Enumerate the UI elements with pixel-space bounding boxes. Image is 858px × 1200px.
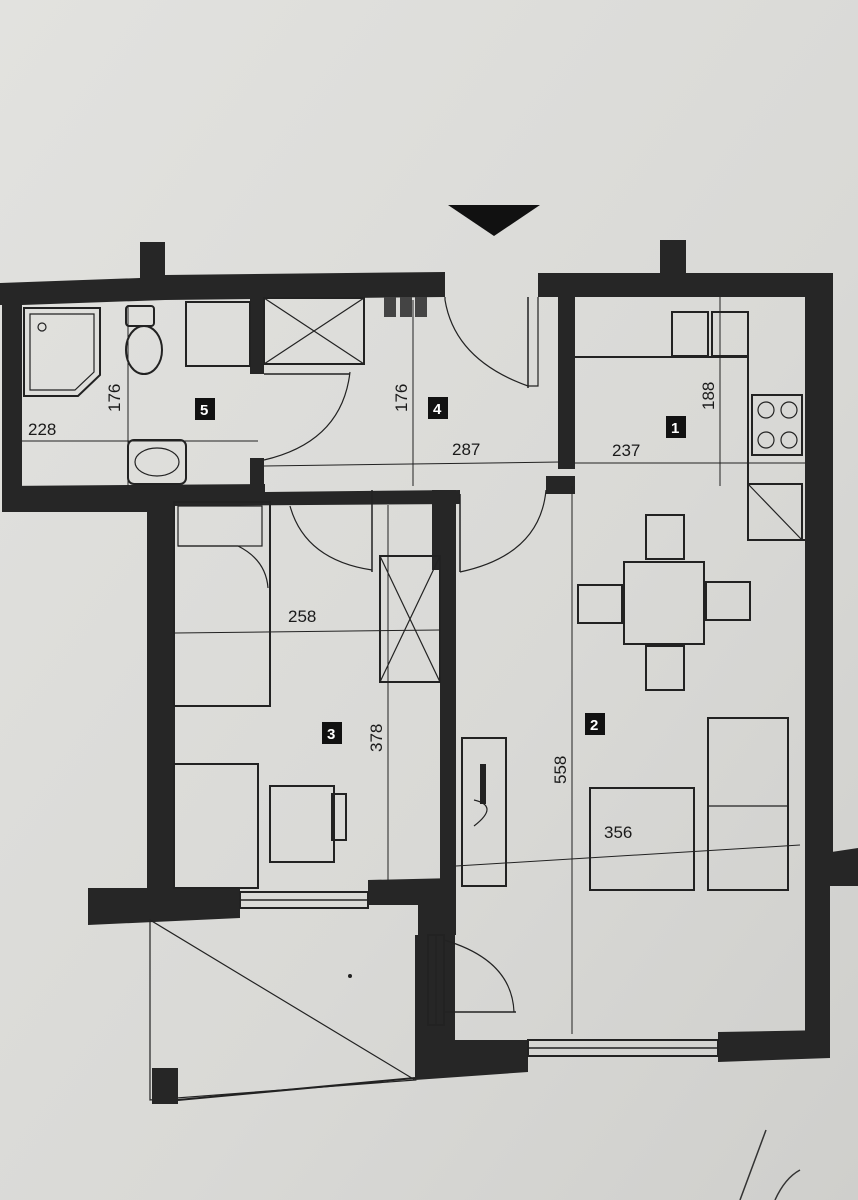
desk-icon	[269, 785, 347, 863]
entrance-arrow-icon	[448, 205, 540, 236]
windows	[239, 891, 719, 1057]
balcony-mark	[348, 974, 352, 978]
walls	[0, 240, 858, 1104]
bed-icon	[173, 501, 271, 707]
dining-table-icon	[577, 514, 751, 691]
dim-kitchen-depth: 188	[699, 382, 718, 410]
cooktop-icon	[751, 394, 803, 456]
tv-unit-icon	[461, 737, 507, 887]
shower-tray-icon	[23, 307, 101, 397]
room-label-3: 3	[322, 722, 342, 744]
room-label-5: 5	[195, 398, 215, 420]
dim-hall-depth: 176	[392, 384, 411, 412]
room-number: 1	[671, 420, 679, 437]
dim-living-depth: 558	[551, 756, 570, 784]
sofa-icon	[707, 717, 789, 891]
dim-bedroom-depth: 378	[367, 724, 386, 752]
wardrobe-icon	[263, 297, 427, 365]
bedroom-wardrobe-icon	[379, 555, 441, 683]
room-number: 5	[200, 402, 208, 419]
bathroom-cabinet	[185, 301, 251, 367]
room-label-1: 1	[666, 416, 686, 438]
room-label-2: 2	[585, 713, 605, 735]
toilet-icon	[125, 305, 163, 375]
coffee-table-icon	[589, 787, 695, 891]
dim-bedroom-width: 258	[288, 607, 316, 626]
fridge-icon	[747, 483, 803, 541]
kitchen-counter	[575, 311, 805, 541]
room-number: 2	[590, 717, 598, 734]
room-number: 4	[433, 401, 442, 418]
dim-hall-width: 287	[452, 440, 480, 459]
pen-mark	[739, 1129, 801, 1200]
dim-bath-depth: 176	[105, 384, 124, 412]
dimension-lines	[22, 297, 805, 1034]
dim-kitchen-width: 237	[612, 441, 640, 460]
room-label-4: 4	[428, 397, 448, 419]
dresser-icon	[173, 763, 259, 889]
doors	[263, 297, 547, 1013]
dim-bath-width: 228	[28, 420, 56, 439]
dim-living-width: 356	[604, 823, 632, 842]
room-number: 3	[327, 726, 335, 743]
